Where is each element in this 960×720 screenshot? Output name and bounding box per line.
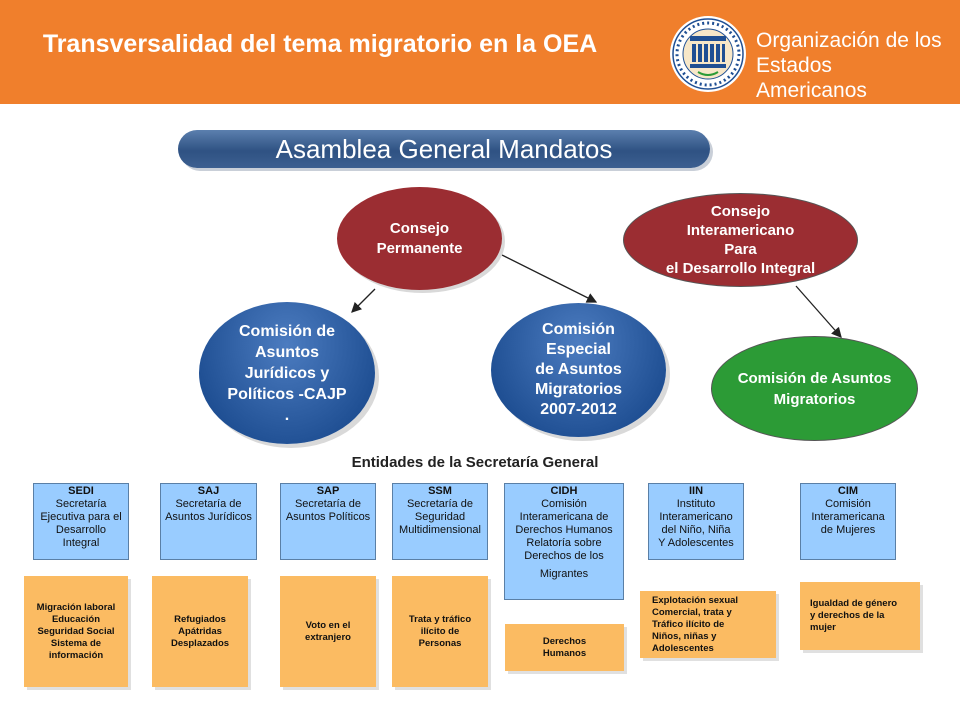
entity-saj: SAJ Secretaría de Asuntos Jurídicos bbox=[160, 483, 257, 560]
entity-abbr: IIN bbox=[688, 485, 704, 497]
topic-cidh: Derechos Humanos bbox=[505, 624, 624, 671]
entity-desc: Secretaría de Asuntos Políticos bbox=[285, 498, 371, 523]
topic-iin: Explotación sexual Comercial, trata y Tr… bbox=[640, 591, 776, 658]
ceam-label: Comisión Especial de Asuntos Migratorios… bbox=[534, 321, 623, 418]
entity-desc: Secretaría Ejecutiva para el Desarrollo … bbox=[40, 498, 122, 549]
consejo-permanente-label: Consejo Permanente bbox=[376, 219, 463, 257]
topic-text: Explotación sexual Comercial, trata y Tr… bbox=[652, 594, 739, 654]
entity-desc: Comisión Interamericana de Mujeres bbox=[811, 498, 885, 536]
topic-cim: Igualdad de género y derechos de la muje… bbox=[800, 582, 920, 650]
mandates-banner: Asamblea General Mandatos bbox=[178, 130, 710, 168]
cam-node: Comisión de Asuntos Migratorios bbox=[711, 336, 918, 441]
entity-abbr: SAP bbox=[316, 485, 340, 497]
page-title: Transversalidad del tema migratorio en l… bbox=[42, 30, 598, 58]
cam-label: Comisión de Asuntos Migratorios bbox=[737, 369, 892, 408]
entity-abbr: SEDI bbox=[68, 485, 94, 497]
topic-text: Derechos Humanos bbox=[542, 635, 587, 659]
topic-text: Voto en el extranjero bbox=[305, 619, 351, 643]
topic-sap: Voto en el extranjero bbox=[280, 576, 376, 687]
entity-abbr: SSM bbox=[428, 485, 452, 497]
topic-text: Migración laboral Educación Seguridad So… bbox=[36, 601, 116, 661]
cidi-label: Consejo Interamericano Para el Desarroll… bbox=[665, 203, 816, 277]
entity-cim: CIM Comisión Interamericana de Mujeres bbox=[800, 483, 896, 560]
topic-text: Igualdad de género y derechos de la muje… bbox=[810, 598, 898, 633]
arrow-cp-to-cajp bbox=[351, 288, 376, 313]
oas-seal-icon bbox=[668, 14, 748, 94]
cajp-label: Comisión de Asuntos Jurídicos y Político… bbox=[227, 322, 347, 424]
topic-text: Refugiados Apátridas Desplazados bbox=[170, 613, 230, 649]
entity-desc: Secretaría de Seguridad Multidimensional bbox=[399, 498, 481, 536]
entity-desc: Comisión Interamericana de Derechos Huma… bbox=[515, 498, 613, 562]
entity-abbr: SAJ bbox=[197, 485, 220, 497]
entity-desc: Instituto Interamericano del Niño, Niña … bbox=[658, 498, 734, 549]
entity-ssm: SSM Secretaría de Seguridad Multidimensi… bbox=[392, 483, 488, 560]
topic-saj: Refugiados Apátridas Desplazados bbox=[152, 576, 248, 687]
entity-cidh: CIDH Comisión Interamericana de Derechos… bbox=[504, 483, 624, 600]
topic-sedi: Migración laboral Educación Seguridad So… bbox=[24, 576, 128, 687]
arrow-cp-to-ceam bbox=[501, 254, 598, 303]
entity-abbr: CIDH bbox=[550, 485, 578, 497]
section-title: Entidades de la Secretaría General bbox=[351, 454, 599, 471]
entity-abbr: CIM bbox=[837, 485, 859, 497]
entity-sedi: SEDI Secretaría Ejecutiva para el Desarr… bbox=[33, 483, 129, 560]
consejo-permanente-node: Consejo Permanente bbox=[337, 187, 502, 290]
cidi-node: Consejo Interamericano Para el Desarroll… bbox=[623, 193, 858, 287]
entity-extra: Migrantes bbox=[539, 568, 589, 580]
topic-text: Trata y tráfico ilícito de Personas bbox=[408, 613, 472, 649]
org-name: Organización de los Estados Americanos bbox=[756, 28, 946, 103]
ceam-node: Comisión Especial de Asuntos Migratorios… bbox=[491, 303, 666, 437]
entity-sap: SAP Secretaría de Asuntos Políticos bbox=[280, 483, 376, 560]
header-bar: Transversalidad del tema migratorio en l… bbox=[0, 0, 960, 104]
arrow-cidi-to-cam bbox=[795, 285, 842, 338]
entity-iin: IIN Instituto Interamericano del Niño, N… bbox=[648, 483, 744, 560]
entity-desc: Secretaría de Asuntos Jurídicos bbox=[165, 498, 252, 523]
org-name-text: Organización de los Estados Americanos bbox=[756, 29, 942, 102]
topic-ssm: Trata y tráfico ilícito de Personas bbox=[392, 576, 488, 687]
cajp-node: Comisión de Asuntos Jurídicos y Político… bbox=[199, 302, 375, 444]
